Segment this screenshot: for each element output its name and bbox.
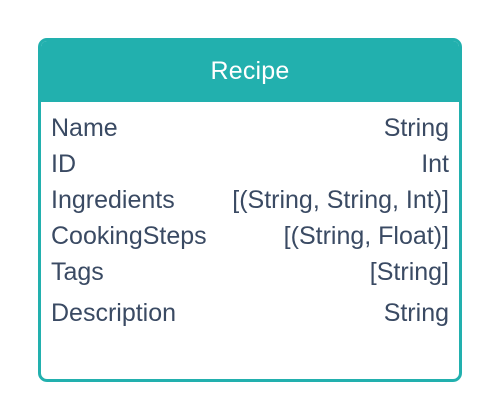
field-name: Name: [51, 113, 118, 142]
field-name: Description: [51, 299, 177, 327]
field-type: String: [383, 299, 449, 327]
field-type: [(String, String, Int)]: [232, 185, 449, 214]
field-row-ingredients: Ingredients [(String, String, Int)]: [51, 182, 449, 218]
field-row-name: Name String: [51, 110, 449, 146]
field-type: [String]: [369, 257, 449, 286]
field-row-tags: Tags [String]: [51, 254, 449, 290]
entity-title: Recipe: [210, 57, 290, 85]
field-name: CookingSteps: [51, 221, 207, 250]
field-name: Tags: [51, 257, 104, 286]
field-name: ID: [51, 149, 76, 178]
field-type: [(String, Float)]: [283, 221, 449, 250]
field-row-cooking-steps: CookingSteps [(String, Float)]: [51, 218, 449, 254]
field-list: Name String ID Int Ingredients [(String,…: [41, 102, 459, 330]
field-type: String: [383, 113, 449, 142]
entity-box-recipe: Recipe Name String ID Int Ingredients [(…: [38, 38, 462, 382]
entity-header: Recipe: [41, 41, 459, 102]
field-row-description: Description String: [51, 290, 449, 330]
field-name: Ingredients: [51, 185, 175, 214]
field-row-id: ID Int: [51, 146, 449, 182]
field-type: Int: [421, 149, 449, 178]
